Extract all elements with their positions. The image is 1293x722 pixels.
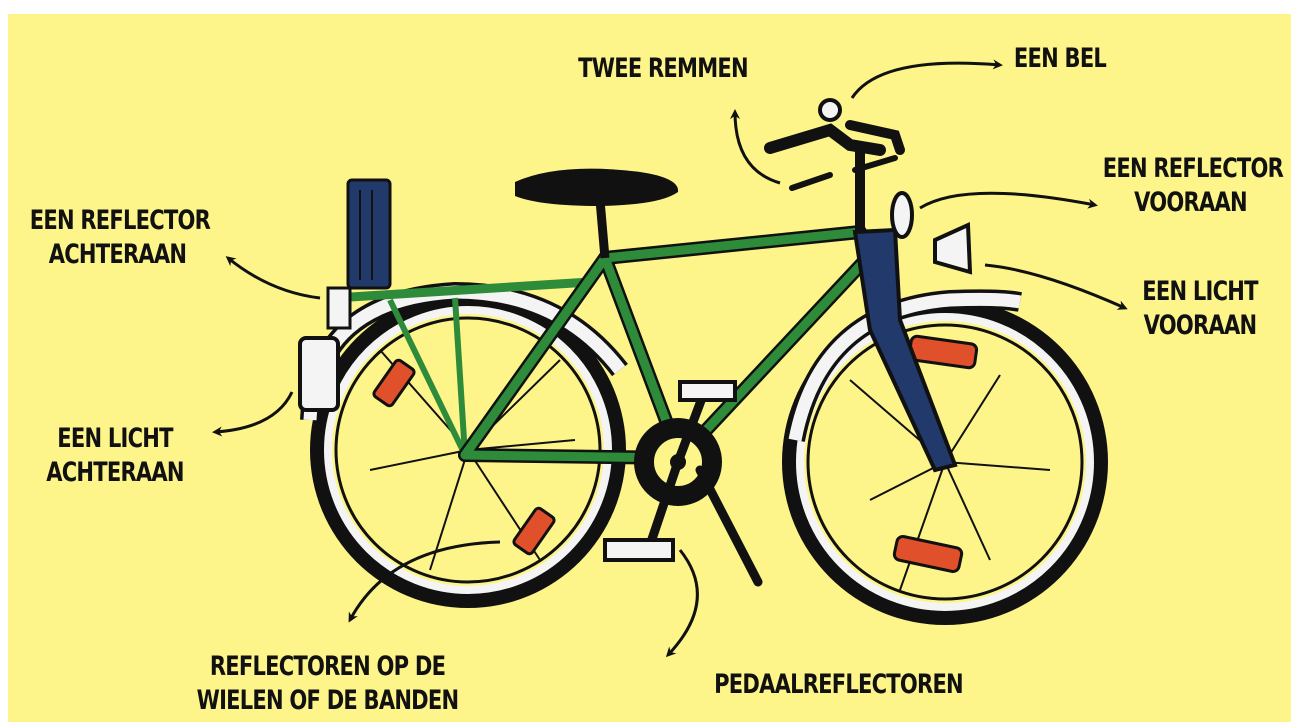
label-pedaalreflectoren: PEDAALREFLECTOREN: [714, 668, 956, 702]
label-licht-vooraan-line1: EEN LICHT: [1130, 275, 1270, 309]
kickstand: [700, 470, 758, 582]
label-reflectoren-wielen-line2: WIELEN OF DE BANDEN: [189, 684, 466, 718]
label-twee-remmen: TWEE REMMEN: [573, 52, 752, 86]
saddle: [515, 169, 678, 258]
label-reflectoren-wielen-line1: REFLECTOREN OP DE: [189, 650, 466, 684]
brake-lever: [792, 158, 895, 188]
label-reflector-vooraan-line2: VOORAAN: [1103, 186, 1279, 220]
arrow-reflector-voor: [920, 193, 1095, 208]
arrow-bel: [852, 63, 1000, 98]
label-reflector-vooraan-line1: EEN REFLECTOR: [1103, 152, 1279, 186]
arrow-reflector-achter: [228, 258, 320, 298]
label-licht-achteraan-line1: EEN LICHT: [41, 422, 189, 456]
bell: [820, 100, 840, 120]
label-reflector-achteraan: EEN REFLECTOR ACHTERAAN: [30, 204, 206, 272]
label-licht-achteraan-line2: ACHTERAAN: [41, 456, 189, 490]
label-reflector-achteraan-line2: ACHTERAAN: [30, 238, 206, 272]
rear-light: [300, 338, 338, 410]
label-reflector-vooraan: EEN REFLECTOR VOORAAN: [1103, 152, 1279, 220]
front-light: [935, 225, 970, 272]
label-pedaalreflectoren-text: PEDAALREFLECTOREN: [714, 668, 956, 702]
label-reflector-achteraan-line1: EEN REFLECTOR: [30, 204, 206, 238]
handlebar: [770, 125, 900, 232]
label-twee-remmen-text: TWEE REMMEN: [573, 52, 752, 86]
label-licht-achteraan: EEN LICHT ACHTERAAN: [41, 422, 189, 490]
front-reflector: [892, 193, 912, 237]
label-reflectoren-wielen: REFLECTOREN OP DE WIELEN OF DE BANDEN: [189, 650, 466, 718]
arrow-pedaal: [668, 550, 697, 655]
label-een-bel: EEN BEL: [1002, 42, 1119, 76]
label-een-bel-text: EEN BEL: [1002, 42, 1119, 76]
label-licht-vooraan: EEN LICHT VOORAAN: [1130, 275, 1270, 343]
label-licht-vooraan-line2: VOORAAN: [1130, 309, 1270, 343]
arrow-licht-achter: [215, 392, 292, 432]
